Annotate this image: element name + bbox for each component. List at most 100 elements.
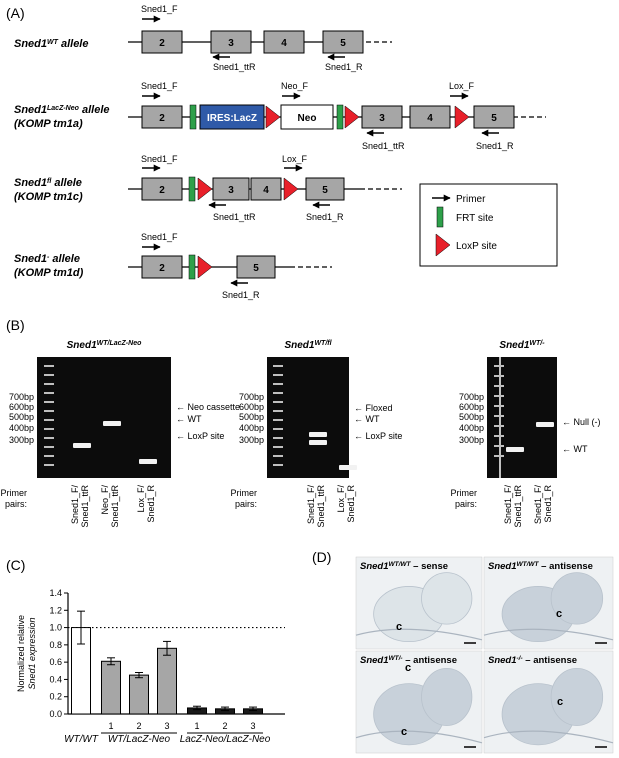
legend-primer-label: Primer xyxy=(456,194,486,205)
primer-sned1-f-label: Sned1_F xyxy=(141,232,178,242)
exon-4-label: 4 xyxy=(427,113,433,124)
ladder-size-label: 700bp xyxy=(459,392,484,402)
band-label: ← LoxP site xyxy=(176,431,224,441)
lane-primer-label: Neo_F/ xyxy=(100,485,110,515)
legend: Primer FRT site LoxP site xyxy=(419,183,558,267)
ladder-band xyxy=(494,405,504,407)
ladder-band xyxy=(273,446,283,448)
ladder-band xyxy=(273,383,283,385)
gel-image xyxy=(487,357,557,478)
exon-5-label: 5 xyxy=(253,263,259,274)
ladder-band xyxy=(44,401,54,403)
band-label: ← LoxP site xyxy=(354,431,402,441)
ladder-size-label: 600bp xyxy=(239,402,264,412)
ish-probe: – sense xyxy=(411,561,449,572)
ladder-band xyxy=(273,455,283,457)
primer-sned1-ttr-label: Sned1_ttR xyxy=(213,62,256,72)
lane-primer-label: Sned1_F/ xyxy=(533,485,543,525)
primer-neo-f-label: Neo_F xyxy=(281,81,309,91)
pcr-band xyxy=(309,432,327,437)
gel-title-gene: Sned1 xyxy=(67,340,97,351)
bar-sublabel: 1 xyxy=(194,721,199,731)
gel-image xyxy=(37,357,171,478)
exon-5 xyxy=(322,30,364,54)
panel-label-c: (C) xyxy=(6,557,25,573)
allele-fl-name: Sned1fl allele xyxy=(14,177,82,189)
ladder-band xyxy=(273,410,283,412)
frt-site xyxy=(336,104,344,130)
tissue-region xyxy=(483,628,614,641)
y-tick-label: 1.4 xyxy=(49,588,62,598)
ish-genotype: WT/- xyxy=(389,655,403,662)
band-label: ← WT xyxy=(354,414,380,424)
ladder-size-label: 700bp xyxy=(239,392,264,402)
allele-wt: Sned1WT allele 2 3 4 5 Sned1_F Sned1_ttR… xyxy=(14,4,392,72)
lane-primer-label: Lox_F/ xyxy=(136,485,146,513)
frt-site xyxy=(188,254,196,280)
primer-sned1-r-label: Sned1_R xyxy=(476,141,514,151)
neo-cassette xyxy=(280,104,334,130)
ish-probe: – antisense xyxy=(539,561,593,572)
pcr-band xyxy=(139,459,157,464)
ish-probe: – antisense xyxy=(403,655,457,666)
ladder-band xyxy=(494,365,504,367)
group-label: WT/LacZ-Neo xyxy=(108,734,171,745)
band-label: ← WT xyxy=(176,414,202,424)
bar-sublabel: 3 xyxy=(164,721,169,731)
pcr-band xyxy=(103,421,121,426)
cartilage-label: c xyxy=(405,662,411,674)
exon-2-label: 2 xyxy=(159,113,165,124)
lane-primer-label: Sned1_R xyxy=(146,485,156,523)
ish-title: Sned1WT/WT – sense xyxy=(360,561,448,573)
ish-title: Sned1-/- – antisense xyxy=(488,655,577,667)
exon-2-label: 2 xyxy=(159,185,165,196)
ish-gene: Sned1 xyxy=(360,655,389,666)
tissue-region xyxy=(355,730,483,744)
gel-panels: Sned1WT/LacZ-Neo700bp600bp500bp400bp300b… xyxy=(1,340,601,528)
gel-title: Sned1WT/fl xyxy=(284,340,332,352)
ladder-band xyxy=(44,410,54,412)
exon-5 xyxy=(236,255,276,279)
gel-1: Sned1WT/LacZ-Neo700bp600bp500bp400bp300b… xyxy=(1,340,241,528)
primer-pairs-label: Primer xyxy=(1,488,28,498)
ladder-band xyxy=(494,435,504,437)
panel-label-a: (A) xyxy=(6,5,25,21)
allele-lacz-name: Sned1LacZ-Neo allele xyxy=(14,104,110,116)
lane-primer-label: Sned1_R xyxy=(346,485,356,523)
gel-image xyxy=(267,357,349,478)
primer-sned1-f-label: Sned1_F xyxy=(141,81,178,91)
ladder-band xyxy=(494,455,504,457)
ladder-size-label: 300bp xyxy=(9,435,34,445)
allele-lacz-neo: Sned1LacZ-Neo allele (KOMP tm1a) 2 IRES:… xyxy=(14,81,546,151)
loxp-site xyxy=(344,105,360,129)
ladder-band xyxy=(494,385,504,387)
ladder-size-label: 600bp xyxy=(459,402,484,412)
lane-primer-label: Sned1_ttR xyxy=(80,485,90,528)
exon-3-label: 3 xyxy=(228,38,234,49)
ladder-band xyxy=(273,365,283,367)
ladder-size-label: 300bp xyxy=(459,435,484,445)
lane-primer-label: Sned1_F/ xyxy=(503,485,513,525)
lane-primer-label: Sned1_ttR xyxy=(513,485,523,528)
neo-label: Neo xyxy=(298,113,317,124)
primer-sned1-f-label: Sned1_F xyxy=(141,4,178,14)
ladder-band xyxy=(494,445,504,447)
legend-frt-label: FRT site xyxy=(456,213,494,224)
legend-loxp-icon xyxy=(435,233,451,257)
allele-null-name: Sned1- allele xyxy=(14,253,80,265)
ladder-size-label: 600bp xyxy=(9,402,34,412)
y-tick-label: 0.6 xyxy=(49,657,62,667)
ladder-size-label: 500bp xyxy=(239,412,264,422)
loxp-site xyxy=(197,255,213,279)
panel-label-d: (D) xyxy=(312,549,331,565)
exon-2 xyxy=(141,177,183,201)
ish-gene: Sned1 xyxy=(360,561,389,572)
lane-primer-label: Sned1_ttR xyxy=(316,485,326,528)
gel-title: Sned1WT/LacZ-Neo xyxy=(67,340,142,352)
ladder-band xyxy=(44,464,54,466)
